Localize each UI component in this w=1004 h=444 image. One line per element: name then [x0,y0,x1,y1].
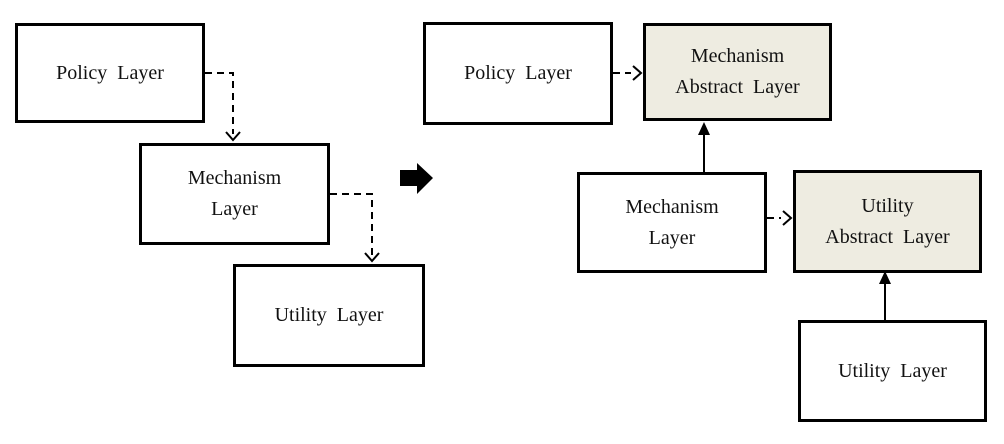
left-policy-layer-box: Policy Layer [15,23,205,123]
right-utility-layer-label: Utility Layer [838,359,947,382]
left-mechanism-layer-label: Mechanism [187,167,282,189]
right-utility-abstract-layer-label: Utility [861,194,914,217]
right-mechanism-abstract-layer-label: Mechanism [690,45,785,67]
left-utility-layer-box: Utility Layer [233,264,425,367]
right-mechanism-layer-box: Mechanism Layer [577,172,767,273]
left-mechanism-layer-box: Mechanism Layer [139,143,330,245]
left-utility-layer-label: Utility Layer [274,304,384,326]
left-policy-to-mechanism-dashed-arrow [205,72,241,142]
right-mechanism-layer-label: Mechanism [625,195,719,218]
arrowhead-down-icon [225,131,241,142]
right-mechanism-layer-label-line2: Layer [648,226,696,249]
left-policy-layer-label: Policy Layer [56,61,164,84]
left-mechanism-to-utility-dashed-arrow [330,193,380,263]
right-utility-abstract-layer-box: Utility Abstract Layer [793,170,982,273]
right-policy-to-mechanism-abstract-dashed-arrow [613,65,643,81]
right-policy-layer-box: Policy Layer [423,22,613,125]
arrowhead-right-icon [782,210,793,226]
arrowhead-down-icon [364,252,380,263]
transform-right-block-arrow-icon [400,163,433,194]
left-mechanism-layer-label-line2: Layer [211,198,258,220]
right-utility-abstract-layer-label-line2: Abstract Layer [825,225,950,248]
right-utility-to-utility-abstract-solid-arrow [879,271,891,320]
right-policy-layer-label: Policy Layer [464,62,572,84]
arrowhead-up-icon [698,122,710,135]
right-mechanism-abstract-layer-label-line2: Abstract Layer [675,76,800,98]
dashed-elbow-line [330,193,373,255]
right-mechanism-abstract-layer-box: Mechanism Abstract Layer [643,23,832,121]
arrowhead-right-icon [632,65,643,81]
right-mechanism-to-utility-abstract-dashed-arrow [767,210,793,226]
dashed-elbow-line [205,72,234,134]
right-mechanism-to-mechanism-abstract-solid-arrow [698,122,710,172]
arrowhead-up-icon [879,271,891,284]
right-utility-layer-box: Utility Layer [798,320,987,422]
